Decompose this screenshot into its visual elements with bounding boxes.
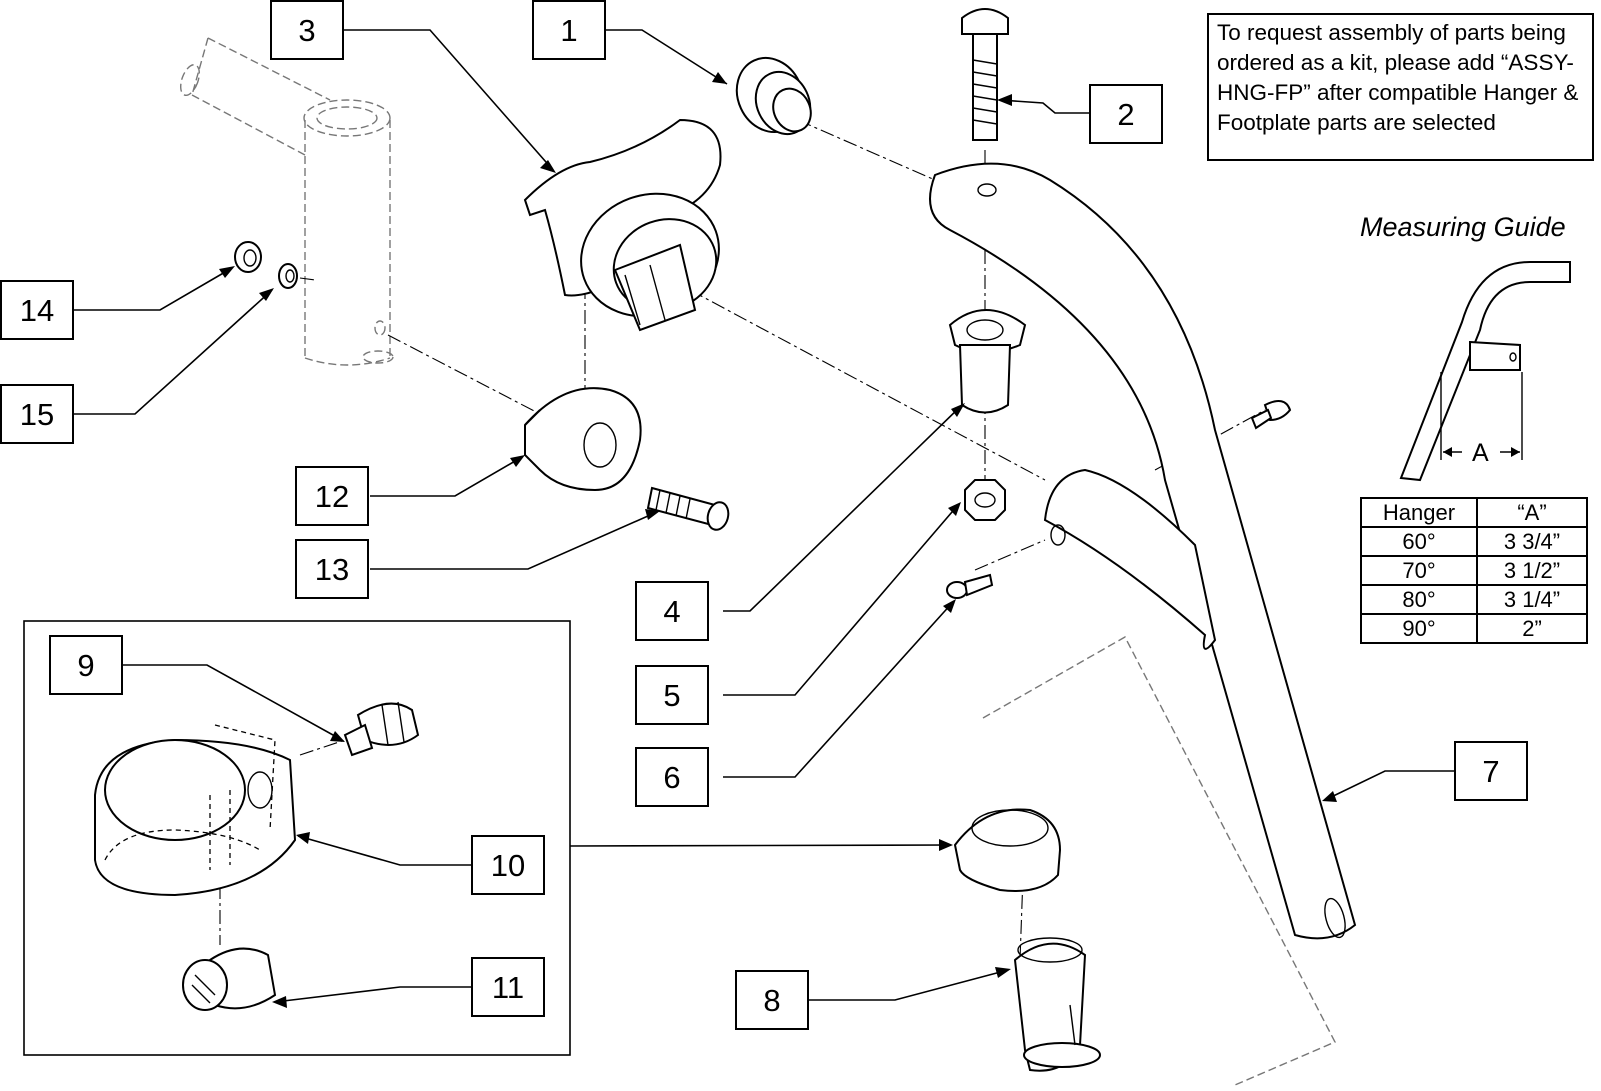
cell-dimension: 3 3/4” [1476,526,1588,557]
cell-dimension: 3 1/2” [1476,555,1588,586]
cell-dimension: 3 1/4” [1476,584,1588,615]
svg-text:13: 13 [315,552,349,587]
table-row: 70° 3 1/2” [1360,555,1588,586]
callout-13: 13 [295,539,369,599]
svg-text:6: 6 [663,760,680,795]
callout-15: 15 [0,384,74,444]
leader-arrowheads [219,72,1337,1008]
svg-text:4: 4 [663,594,680,629]
callout-12: 12 [295,466,369,526]
svg-text:9: 9 [77,648,94,683]
callout-4: 4 [635,581,709,641]
screw-tube-side [1250,400,1292,430]
measuring-guide-title: Measuring Guide [1360,212,1566,242]
measuring-guide-drawing: A [1399,261,1571,482]
svg-text:7: 7 [1482,754,1499,789]
collar-part-10 [94,724,297,897]
cell-angle: 80° [1360,584,1478,615]
cell-angle: 90° [1360,613,1478,644]
svg-text:11: 11 [492,970,524,1005]
dimension-a-label: A [1472,439,1489,467]
collar-part-10-alt [953,808,1062,892]
callout-8: 8 [735,970,809,1030]
svg-text:5: 5 [663,678,680,713]
svg-text:2: 2 [1117,97,1134,132]
cell-dimension: 2” [1476,613,1588,644]
callout-9: 9 [49,635,123,695]
svg-text:8: 8 [763,983,780,1018]
socket-part-8 [1013,937,1101,1072]
svg-text:12: 12 [315,479,349,514]
screw-part-6 [946,573,994,599]
svg-text:15: 15 [20,397,54,432]
pin-part-9 [343,701,420,757]
svg-text:3: 3 [298,13,315,48]
hanger-lever-part-3 [523,118,722,332]
frame-tube-phantom [180,37,394,366]
callout-11: 11 [471,957,545,1017]
hanger-dimension-table: Hanger “A” 60° 3 3/4” 70° 3 1/2” 80° 3 1… [1360,497,1588,644]
clamp-part-12 [524,387,642,492]
table-row: 80° 3 1/4” [1360,584,1588,615]
svg-text:10: 10 [491,848,525,883]
callout-14: 14 [0,280,74,340]
svg-text:14: 14 [20,293,54,328]
bumper-part-1 [735,57,812,136]
nut-part-5 [964,479,1006,521]
callout-5: 5 [635,665,709,725]
footplate-phantom [982,636,1336,1086]
screw-part-13 [646,486,730,531]
nut-part-14 [234,241,262,273]
hanger-tube-part-7 [929,162,1357,940]
cell-angle: 60° [1360,526,1478,557]
screw-part-2 [961,8,1009,141]
bushing-part-4 [948,309,1027,414]
table-row: 90° 2” [1360,613,1588,644]
kit-group-frame [23,620,571,1056]
table-header-row: Hanger “A” [1360,497,1588,528]
table-row: 60° 3 3/4” [1360,526,1588,557]
assembly-request-note: To request assembly of parts being order… [1207,13,1594,161]
callout-7: 7 [1454,741,1528,801]
callout-6: 6 [635,747,709,807]
leader-lines [73,29,1455,1003]
washer-part-15 [278,263,298,289]
header-a: “A” [1476,497,1588,528]
callout-1: 1 [532,0,606,60]
header-hanger: Hanger [1360,497,1478,528]
callout-3: 3 [270,0,344,60]
callout-10: 10 [471,835,545,895]
callout-2: 2 [1089,84,1163,144]
svg-text:1: 1 [560,13,577,48]
insert-part-11 [182,947,277,1011]
cell-angle: 70° [1360,555,1478,586]
